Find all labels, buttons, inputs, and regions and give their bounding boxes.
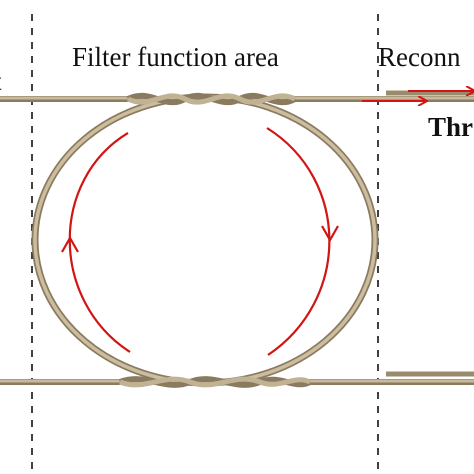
fiber-ring bbox=[31, 93, 379, 387]
top-coupler-twist bbox=[126, 92, 297, 106]
right-region-title: Reconn bbox=[378, 42, 461, 72]
through-port-label: Thr bbox=[428, 112, 473, 142]
center-region-title: Filter function area bbox=[72, 42, 279, 72]
bottom-coupler-twist bbox=[118, 376, 312, 388]
left-region-title: t bbox=[0, 66, 2, 96]
right-circulation-arrow bbox=[266, 127, 331, 356]
left-arrow-head bbox=[61, 235, 79, 253]
right-arrow-head bbox=[321, 225, 339, 243]
left-circulation-arrow bbox=[68, 132, 131, 353]
